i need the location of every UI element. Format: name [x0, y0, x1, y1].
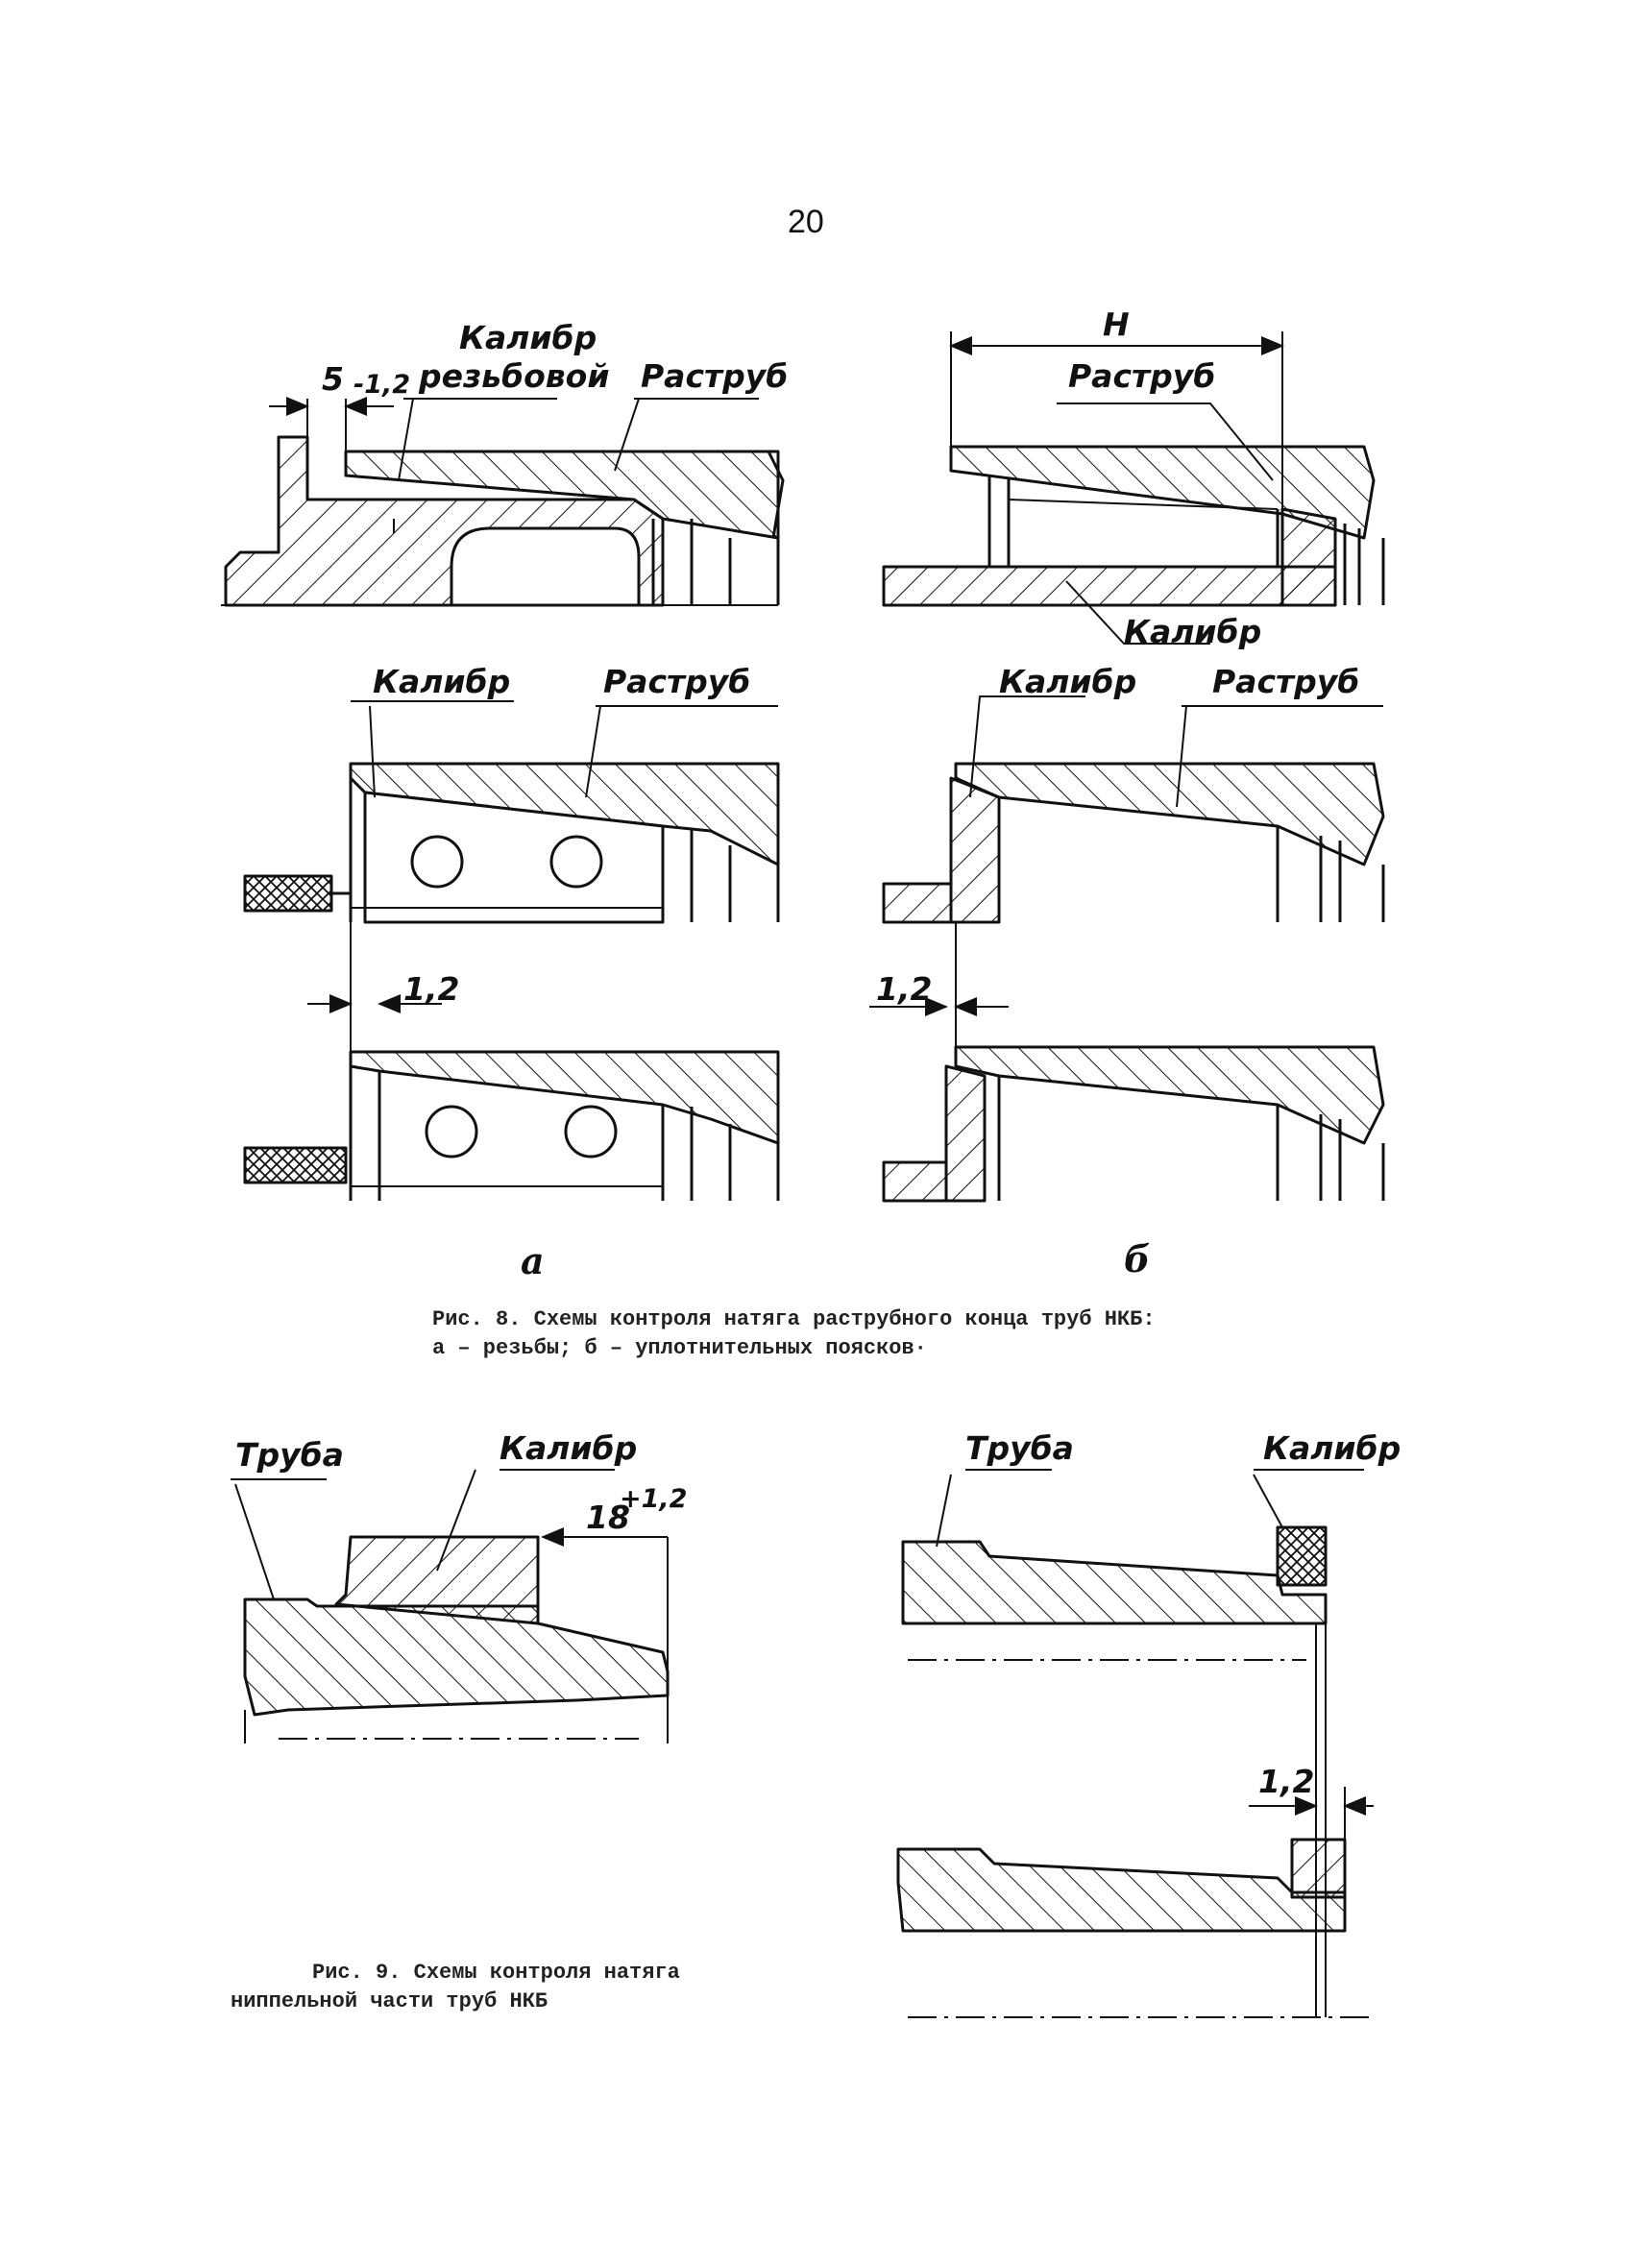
label-gauge-right: Калибр — [1263, 1429, 1401, 1467]
gap-label-b: 1,2 — [876, 970, 933, 1008]
label-gauge-threaded-2: резьбовой — [419, 357, 610, 395]
gap-label-right: 1,2 — [1258, 1763, 1315, 1800]
dim-value-18: 18 — [586, 1499, 630, 1536]
label-gauge-left: Калибр — [500, 1429, 638, 1467]
subfigure-label-b: б — [1124, 1237, 1151, 1280]
dim-tolerance-18: +1,2 — [620, 1484, 688, 1514]
label-pipe-right: Труба — [965, 1429, 1074, 1467]
fig8-caption-line2: а – резьбы; б – уплотнительных поясков· — [432, 1336, 927, 1360]
dim-tolerance: -1,2 — [353, 370, 411, 400]
label-gauge-threaded-1: Калибр — [459, 319, 597, 356]
fig8-a-low-drawing — [243, 922, 780, 1201]
fig8-a-mid-drawing — [243, 700, 780, 924]
label-gauge-b-mid: Калибр — [999, 663, 1137, 700]
subfigure-label-a: а — [521, 1239, 545, 1282]
label-socket: Раструб — [641, 357, 789, 395]
dim-value-5: 5 — [322, 360, 344, 398]
page-number: 20 — [788, 204, 824, 240]
fig8-b-top-drawing — [882, 331, 1385, 645]
label-socket-b: Раструб — [1068, 357, 1216, 395]
fig9-right-drawing — [896, 1469, 1374, 2018]
fig8-b-mid-drawing — [882, 695, 1385, 924]
fig8-caption-line1: Рис. 8. Схемы контроля натяга раструбног… — [432, 1307, 1156, 1331]
label-gauge-a-mid: Калибр — [373, 663, 511, 700]
fig9-caption-line2: ниппельной части труб НКБ — [231, 1989, 548, 2013]
fig8-b-low-drawing — [869, 922, 1385, 1203]
fig9-left-drawing — [231, 1469, 670, 1744]
label-pipe-left: Труба — [235, 1436, 344, 1474]
label-socket-b-mid: Раструб — [1212, 663, 1360, 700]
dim-label-h: H — [1103, 305, 1130, 343]
label-socket-a-mid: Раструб — [603, 663, 751, 700]
label-gauge-b: Калибр — [1124, 613, 1262, 650]
gap-label-a: 1,2 — [403, 970, 460, 1008]
fig9-caption-line1: Рис. 9. Схемы контроля натяга — [312, 1961, 680, 1985]
fig8-a-top-drawing — [221, 397, 785, 607]
